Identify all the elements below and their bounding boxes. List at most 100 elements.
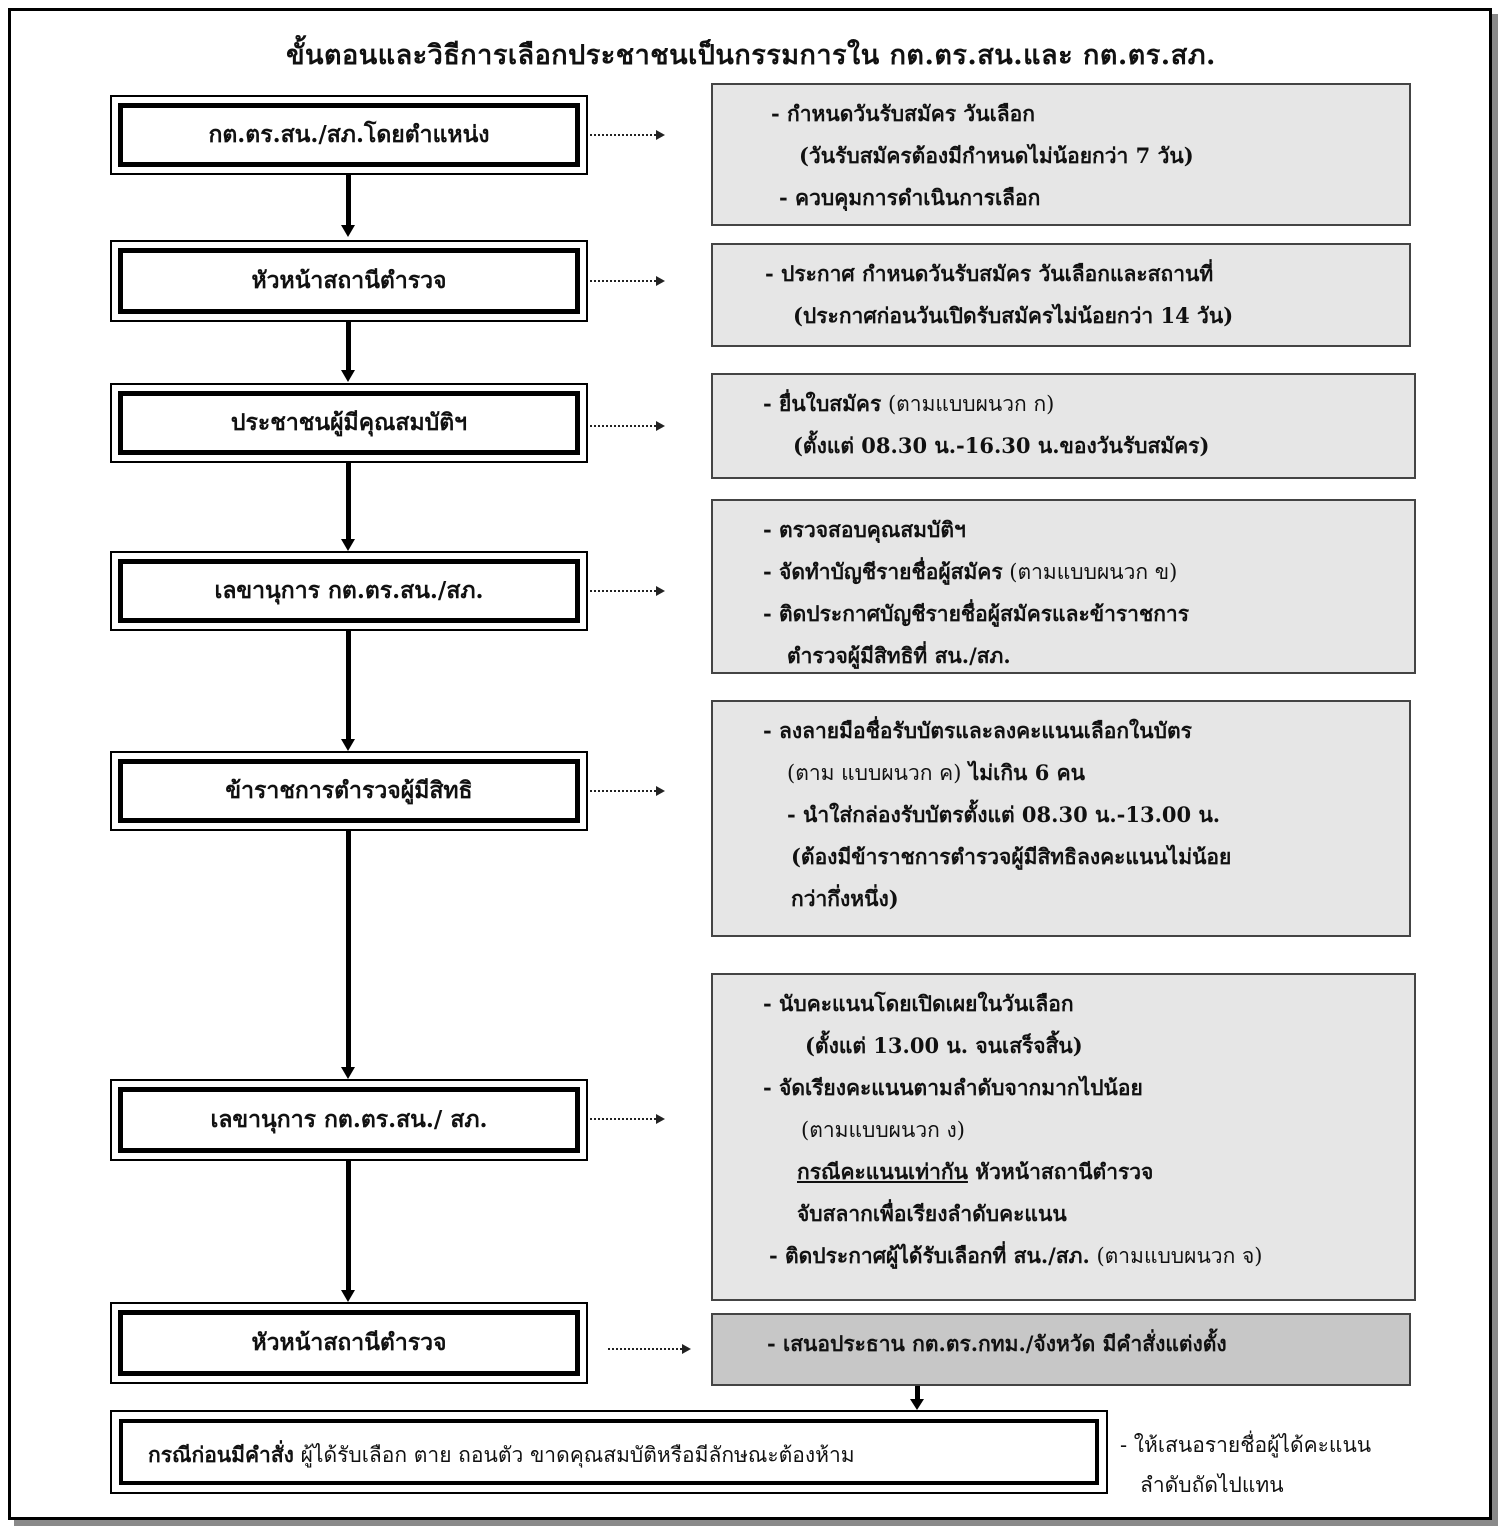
note-text: - ตรวจสอบคุณสมบัติฯ (763, 517, 966, 542)
flow-arrowhead (341, 1290, 355, 1302)
diagram-title: ขั้นตอนและวิธีการเลือกประชาชนเป็นกรรมการ… (286, 40, 1216, 71)
side-note: - ให้เสนอรายชื่อผู้ได้คะแนน ลำดับถัดไปแท… (1120, 1425, 1371, 1505)
note-line: (วันรับสมัครต้องมีกำหนดไม่น้อยกว่า 7 วัน… (713, 135, 1409, 177)
flow-arrowhead (341, 225, 355, 237)
flow-arrowhead (341, 739, 355, 751)
note-text: - ควบคุมการดำเนินการเลือก (779, 185, 1041, 210)
note-line: (ตั้งแต่ 08.30 น.-16.30 น.ของวันรับสมัคร… (713, 425, 1414, 467)
note-box: - ตรวจสอบคุณสมบัติฯ - จัดทำบัญชีรายชื่อผู… (711, 499, 1416, 674)
note-line: - ยื่นใบสมัคร (ตามแบบผนวก ก) (713, 383, 1414, 425)
note-box: - กำหนดวันรับสมัคร วันเลือก (วันรับสมัครต… (711, 83, 1411, 226)
note-line: กว่ากึ่งหนึ่ง) (713, 878, 1409, 920)
note-line: - ติดประกาศบัญชีรายชื่อผู้สมัครและข้าราช… (713, 593, 1414, 635)
note-line: - ลงลายมือชื่อรับบัตรและลงคะแนนเลือกในบั… (713, 710, 1409, 752)
note-line: (ต้องมีข้าราชการตำรวจผู้มีสิทธิลงคะแนนไม… (713, 836, 1409, 878)
step-box: หัวหน้าสถานีตำรวจ (110, 1302, 588, 1384)
flow-arrowhead (910, 1399, 924, 1410)
note-text: - เสนอประธาน กต.ตร.กทม./จังหวัด มีคำสั่ง… (767, 1331, 1227, 1356)
note-line: - ติดประกาศผู้ได้รับเลือกที่ สน./สภ. (ตา… (713, 1235, 1414, 1277)
note-text: (ตาม แบบผนวก ค) (787, 761, 962, 785)
step-label: หัวหน้าสถานีตำรวจ (251, 267, 447, 294)
note-text: - ติดประกาศผู้ได้รับเลือกที่ สน./สภ. (769, 1243, 1090, 1268)
flow-arrowhead (341, 539, 355, 551)
side-note-line: - ให้เสนอรายชื่อผู้ได้คะแนน (1120, 1433, 1372, 1457)
note-text: (ตามแบบผนวก ก) (881, 392, 1055, 416)
flow-arrow-line (915, 1386, 920, 1400)
dotted-arrowhead (656, 586, 665, 596)
step-box: เลขานุการ กต.ตร.สน./สภ. (110, 551, 588, 631)
note-line: - จัดทำบัญชีรายชื่อผู้สมัคร (ตามแบบผนวก … (713, 551, 1414, 593)
flow-arrow-line (346, 1161, 351, 1290)
dotted-arrow-line (590, 280, 656, 282)
final-case-detail: ผู้ได้รับเลือก ตาย ถอนตัว ขาดคุณสมบัติหร… (293, 1443, 855, 1467)
step-label: เลขานุการ กต.ตร.สน./ สภ. (210, 1106, 488, 1133)
note-box: - ลงลายมือชื่อรับบัตรและลงคะแนนเลือกในบั… (711, 700, 1411, 937)
note-line: - ตรวจสอบคุณสมบัติฯ (713, 509, 1414, 551)
side-note-line: ลำดับถัดไปแทน (1140, 1473, 1284, 1497)
note-line: - ประกาศ กำหนดวันรับสมัคร วันเลือกและสถา… (713, 253, 1409, 295)
step-box: ข้าราชการตำรวจผู้มีสิทธิ (110, 751, 588, 831)
step-box: หัวหน้าสถานีตำรวจ (110, 240, 588, 322)
final-case-text: กรณีก่อนมีคำสั่ง ผู้ได้รับเลือก ตาย ถอนต… (148, 1439, 855, 1472)
note-line: - นำใส่กล่องรับบัตรตั้งแต่ 08.30 น.-13.0… (713, 794, 1409, 836)
note-text: - จัดเรียงคะแนนตามลำดับจากมากไปน้อย (763, 1075, 1143, 1100)
note-text: (ตั้งแต่ 13.00 น. จนเสร็จสิ้น) (805, 1033, 1083, 1058)
note-text: - กำหนดวันรับสมัคร วันเลือก (771, 101, 1035, 126)
note-text: (ตั้งแต่ 08.30 น.-16.30 น.ของวันรับสมัคร… (793, 433, 1210, 458)
note-line: (ตั้งแต่ 13.00 น. จนเสร็จสิ้น) (713, 1025, 1414, 1067)
note-text: (ตามแบบผนวก จ) (1089, 1244, 1263, 1268)
flow-arrow-line (346, 463, 351, 539)
flow-arrow-line (346, 322, 351, 370)
dotted-arrow-line (590, 1118, 656, 1120)
step-label: กต.ตร.สน./สภ.โดยตำแหน่ง (208, 121, 490, 148)
note-text: (ต้องมีข้าราชการตำรวจผู้มีสิทธิลงคะแนนไม… (791, 844, 1232, 869)
step-label: หัวหน้าสถานีตำรวจ (251, 1329, 447, 1356)
note-text: กว่ากึ่งหนึ่ง) (791, 886, 899, 911)
note-emphasis: กรณีคะแนนเท่ากัน (797, 1159, 968, 1184)
dotted-arrow-line (590, 425, 656, 427)
step-label: ข้าราชการตำรวจผู้มีสิทธิ (225, 777, 473, 804)
note-box: - ยื่นใบสมัคร (ตามแบบผนวก ก) (ตั้งแต่ 08.… (711, 373, 1416, 479)
note-box: - นับคะแนนโดยเปิดเผยในวันเลือก (ตั้งแต่ 1… (711, 973, 1416, 1301)
note-text: ไม่เกิน 6 คน (961, 760, 1086, 785)
dotted-arrowhead (656, 421, 665, 431)
note-line: - นับคะแนนโดยเปิดเผยในวันเลือก (713, 983, 1414, 1025)
flow-arrow-line (346, 631, 351, 739)
note-text: (วันรับสมัครต้องมีกำหนดไม่น้อยกว่า 7 วัน… (799, 143, 1194, 168)
dotted-arrowhead (656, 276, 665, 286)
note-text: - ยื่นใบสมัคร (763, 391, 882, 416)
step-label: เลขานุการ กต.ตร.สน./สภ. (214, 577, 484, 604)
dotted-arrowhead (656, 786, 665, 796)
note-box: - ประกาศ กำหนดวันรับสมัคร วันเลือกและสถา… (711, 243, 1411, 347)
step-label: ประชาชนผู้มีคุณสมบัติฯ (230, 409, 468, 436)
note-text: (ประกาศก่อนวันเปิดรับสมัครไม่น้อยกว่า 14… (793, 303, 1234, 328)
dotted-arrow-line (590, 790, 656, 792)
dotted-arrowhead (656, 1114, 665, 1124)
flow-arrowhead (341, 370, 355, 382)
note-text: - ประกาศ กำหนดวันรับสมัคร วันเลือกและสถา… (765, 261, 1214, 286)
note-text: - จัดทำบัญชีรายชื่อผู้สมัคร (763, 559, 1003, 584)
step-box: ประชาชนผู้มีคุณสมบัติฯ (110, 383, 588, 463)
note-text: (ตามแบบผนวก ข) (1002, 560, 1178, 584)
note-line: กรณีคะแนนเท่ากัน หัวหน้าสถานีตำรวจ (713, 1151, 1414, 1193)
dotted-arrow-line (590, 590, 656, 592)
flow-arrow-line (346, 175, 351, 225)
note-text: - ติดประกาศบัญชีรายชื่อผู้สมัครและข้าราช… (763, 601, 1189, 626)
final-case-box: กรณีก่อนมีคำสั่ง ผู้ได้รับเลือก ตาย ถอนต… (110, 1410, 1108, 1494)
flow-arrowhead (341, 1067, 355, 1079)
note-text: (ตามแบบผนวก ง) (801, 1118, 965, 1142)
note-line: จับสลากเพื่อเรียงลำดับคะแนน (713, 1193, 1414, 1235)
note-text: จับสลากเพื่อเรียงลำดับคะแนน (797, 1201, 1067, 1226)
note-text: - ลงลายมือชื่อรับบัตรและลงคะแนนเลือกในบั… (763, 718, 1192, 743)
note-box: - เสนอประธาน กต.ตร.กทม./จังหวัด มีคำสั่ง… (711, 1313, 1411, 1386)
final-case-bold: กรณีก่อนมีคำสั่ง (148, 1442, 294, 1467)
note-line: (ประกาศก่อนวันเปิดรับสมัครไม่น้อยกว่า 14… (713, 295, 1409, 337)
step-box: เลขานุการ กต.ตร.สน./ สภ. (110, 1079, 588, 1161)
dotted-arrow-line (590, 134, 656, 136)
note-line: - จัดเรียงคะแนนตามลำดับจากมากไปน้อย (713, 1067, 1414, 1109)
step-box: กต.ตร.สน./สภ.โดยตำแหน่ง (110, 95, 588, 175)
dotted-arrow-line (608, 1348, 682, 1350)
note-line: (ตามแบบผนวก ง) (713, 1109, 1414, 1151)
note-line: - กำหนดวันรับสมัคร วันเลือก (713, 93, 1409, 135)
dotted-arrowhead (656, 130, 665, 140)
